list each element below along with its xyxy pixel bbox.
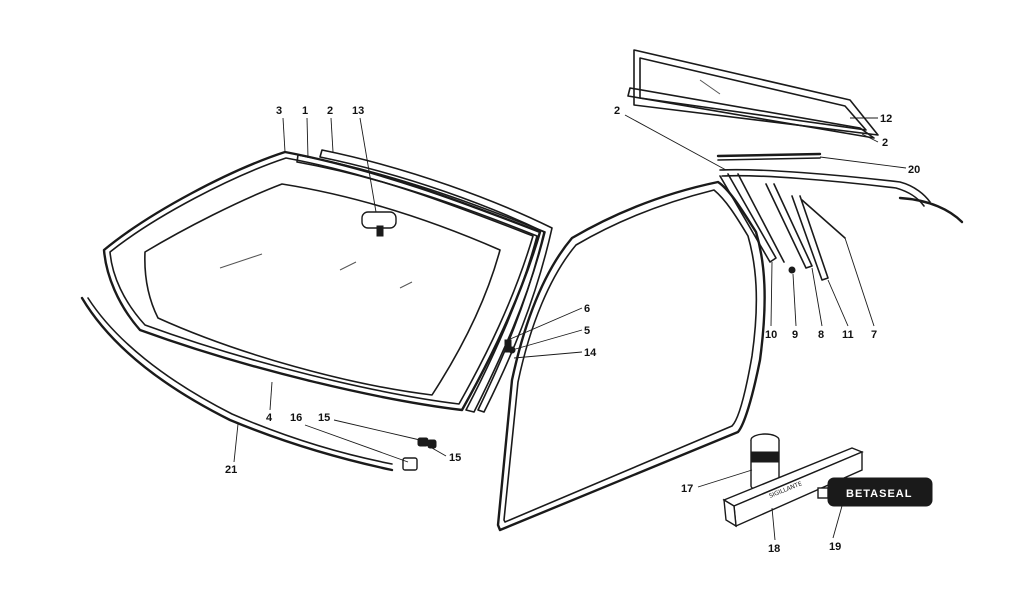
- callout-11: 11: [842, 329, 854, 341]
- windshield-glass: [144, 183, 501, 396]
- callout-15: 15: [318, 412, 330, 424]
- callout-20: 20: [908, 164, 920, 176]
- sealant-tube: BETASEAL: [817, 477, 933, 507]
- quarter-frame: [719, 168, 964, 224]
- windshield-seal-1: [296, 154, 546, 413]
- quarter-screw: [788, 266, 796, 274]
- callout-6: 6: [584, 303, 590, 315]
- door-seal: [496, 180, 766, 532]
- windshield-lower-trim: [80, 296, 394, 472]
- quarter-seal-upper: [627, 87, 875, 139]
- callout-19: 19: [829, 541, 841, 553]
- quarter-uprights: [719, 173, 846, 281]
- callout-21: 21: [225, 464, 237, 476]
- callout-5: 5: [584, 325, 590, 337]
- windshield-seal-2: [319, 149, 553, 413]
- callout-17: 17: [681, 483, 693, 495]
- callout-3: 3: [276, 105, 282, 117]
- trim-clips: [402, 437, 437, 471]
- callout-4: 4: [266, 412, 273, 424]
- leader-lines: [233, 114, 907, 541]
- callout-8: 8: [818, 329, 824, 341]
- drip-strip: [716, 152, 822, 161]
- rearview-mirror: [361, 211, 397, 237]
- callout-labels: 3 1 2 13 2 12 2 20 6 5 14 10 9 8 11 7 4 …: [225, 105, 920, 555]
- callout-9: 9: [792, 329, 798, 341]
- callout-13: 13: [352, 105, 364, 117]
- quarter-glass-upper: [633, 49, 879, 136]
- callout-1: 1: [302, 105, 308, 117]
- callout-2: 2: [882, 137, 888, 149]
- callout-14: 14: [584, 347, 597, 359]
- callout-10: 10: [765, 329, 777, 341]
- callout-12: 12: [880, 113, 892, 125]
- callout-2: 2: [614, 105, 620, 117]
- callout-18: 18: [768, 543, 780, 555]
- callout-2: 2: [327, 105, 333, 117]
- callout-15: 15: [449, 452, 461, 464]
- tube-brand-label: BETASEAL: [846, 488, 912, 500]
- callout-7: 7: [871, 329, 877, 341]
- sealant-stick: SIGILLANTE: [722, 447, 864, 528]
- callout-16: 16: [290, 412, 302, 424]
